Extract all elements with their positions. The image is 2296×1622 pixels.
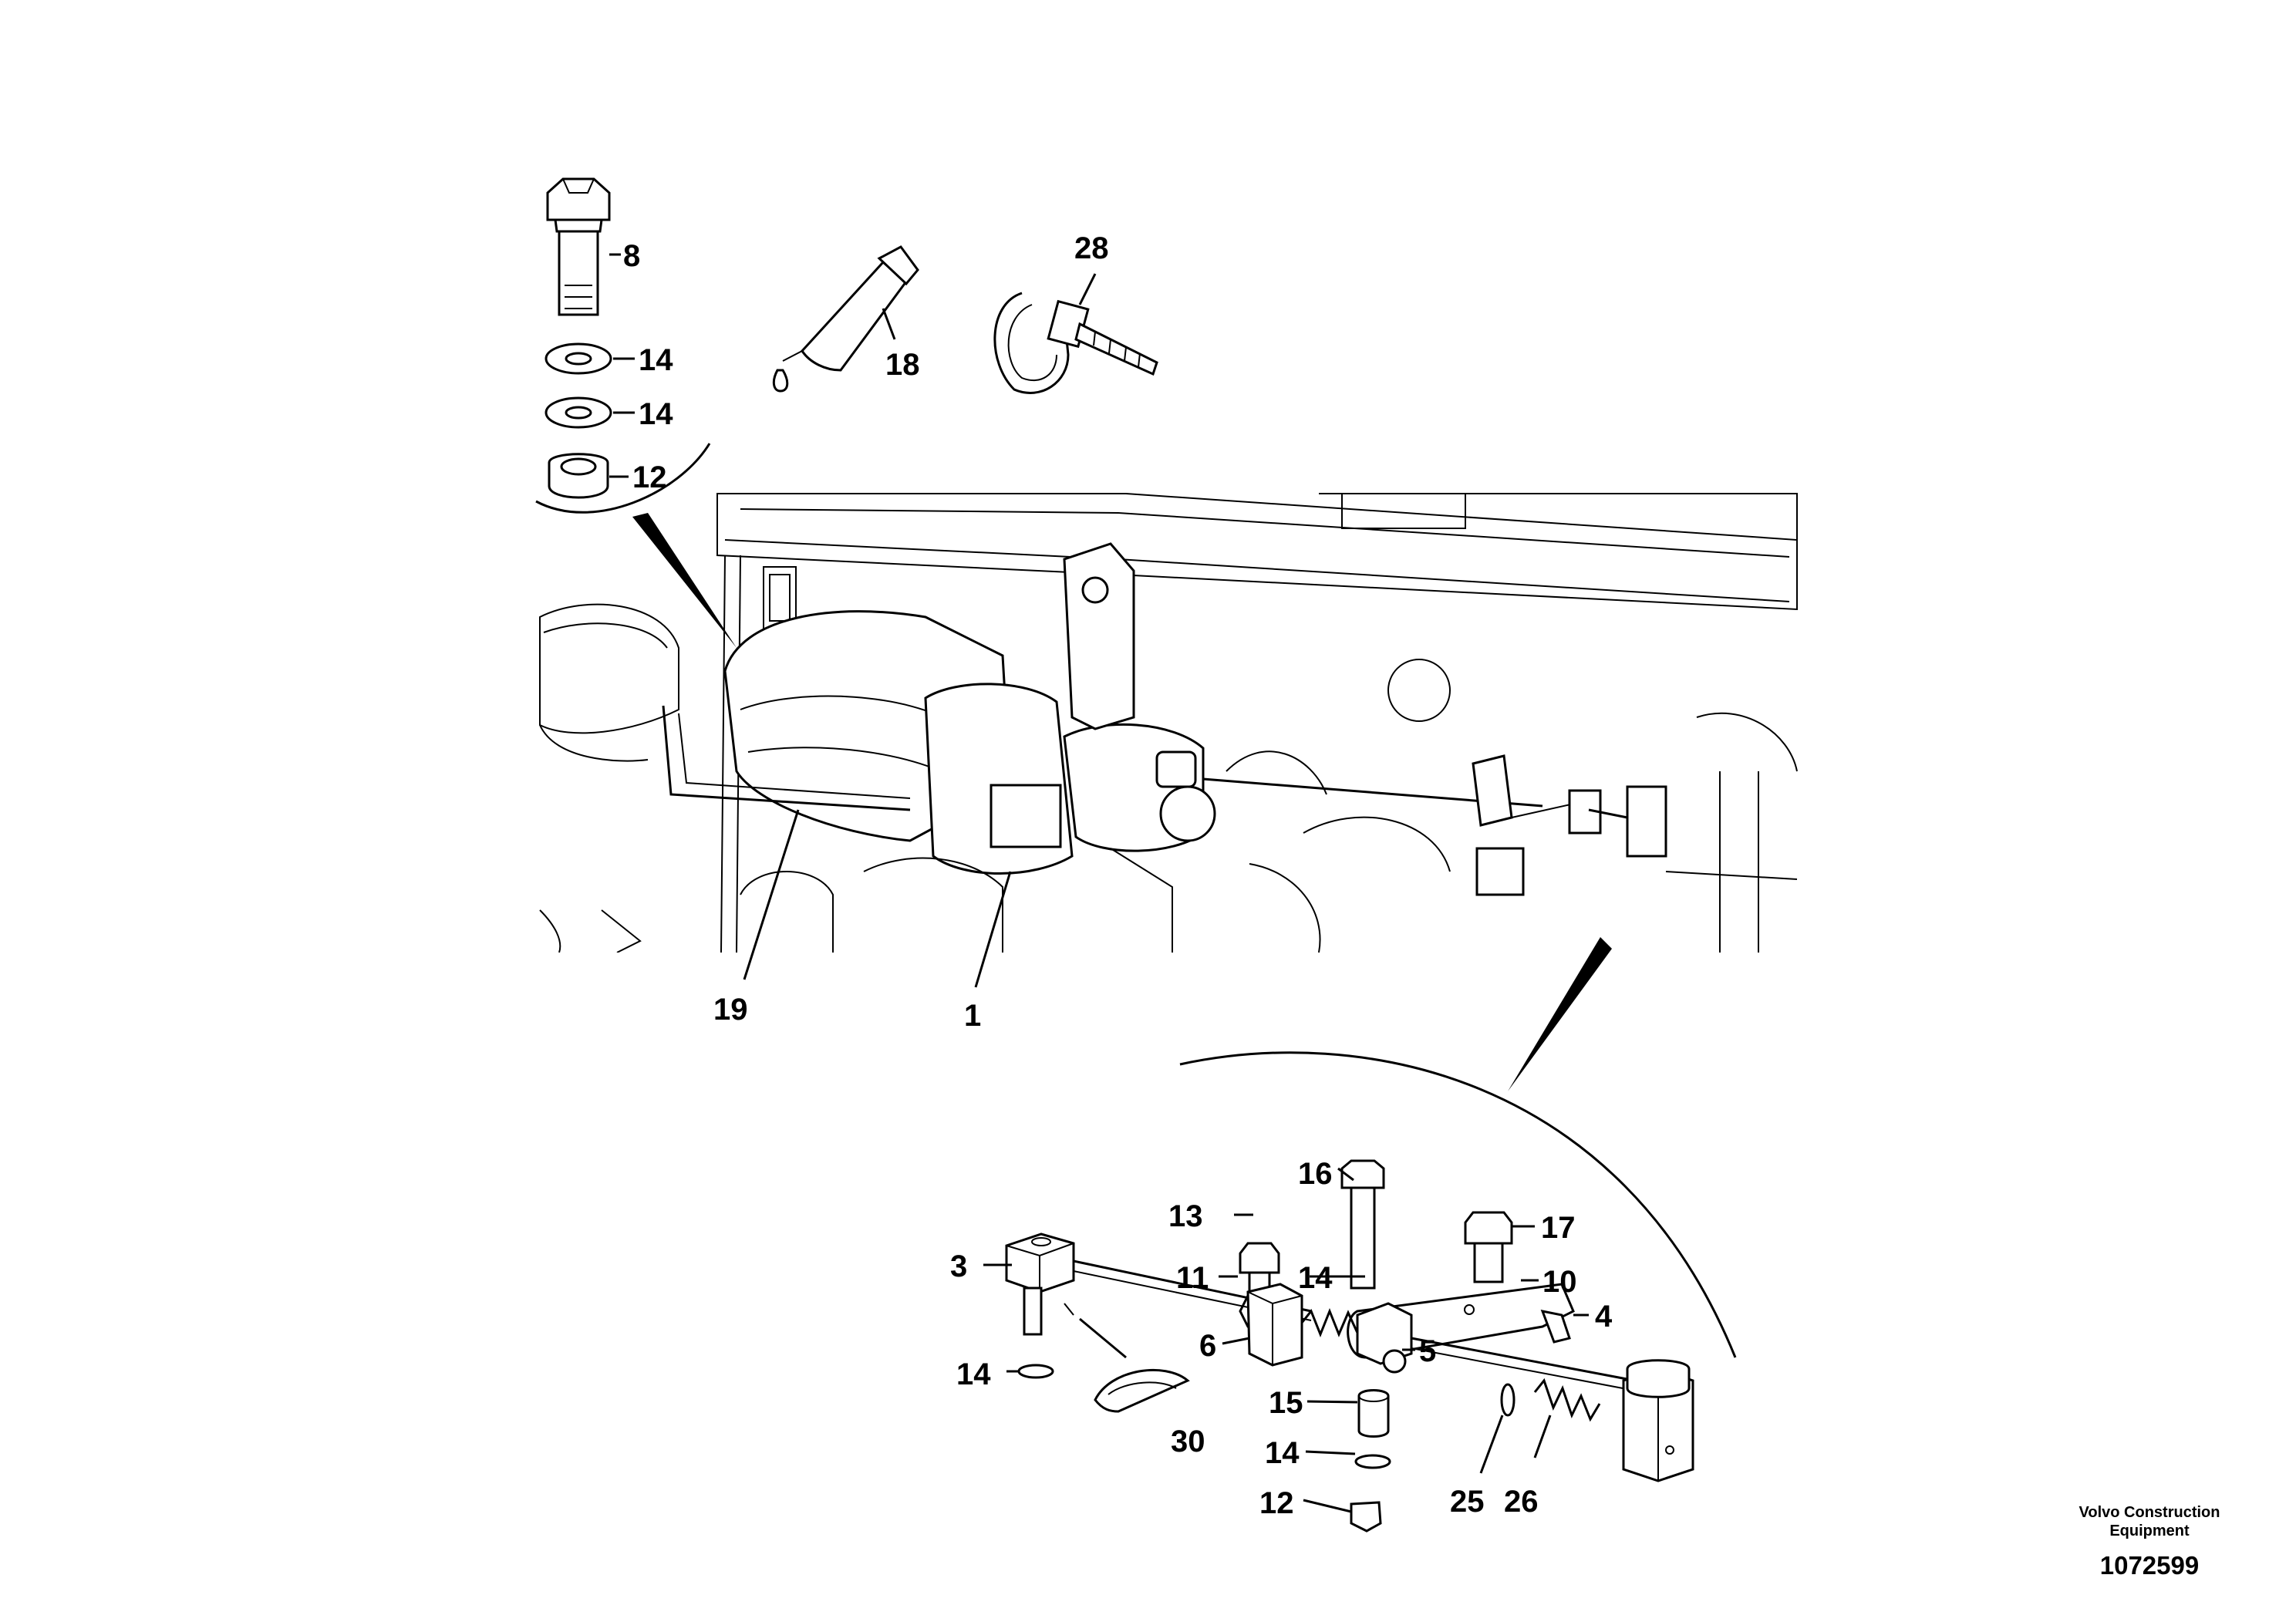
cable-tie xyxy=(993,273,1158,394)
callout-6: 6 xyxy=(1199,1329,1216,1363)
callout-3: 3 xyxy=(950,1249,967,1283)
callout-14-washer-lower: 14 xyxy=(639,397,673,431)
callout-25: 25 xyxy=(1450,1485,1485,1519)
callout-11: 11 xyxy=(1176,1261,1209,1295)
callout-14-washer-upper: 14 xyxy=(639,343,673,377)
callout-12-nut-top: 12 xyxy=(632,460,667,494)
callout-19: 19 xyxy=(713,993,748,1027)
callout-30: 30 xyxy=(1171,1425,1205,1458)
callout-16: 16 xyxy=(1298,1157,1333,1191)
callout-8: 8 xyxy=(623,239,640,273)
callout-14-left-detail: 14 xyxy=(956,1357,991,1391)
callout-17: 17 xyxy=(1541,1211,1576,1245)
adhesive-tube xyxy=(772,245,919,393)
hardware-stack-top-left xyxy=(535,177,737,648)
callout-26: 26 xyxy=(1504,1485,1539,1519)
linkage-detail xyxy=(983,937,1737,1533)
callout-1: 1 xyxy=(964,999,981,1033)
manufacturer-name-line1: Volvo Construction xyxy=(2079,1504,2220,1521)
drawing-number: 1072599 xyxy=(2099,1551,2200,1580)
callout-14-lower-detail: 14 xyxy=(1265,1436,1300,1470)
manufacturer-name-line2: Equipment xyxy=(2109,1523,2190,1539)
drawing-footer: Volvo Construction Equipment 1072599 xyxy=(2034,1503,2265,1582)
callout-12-nut-bottom: 12 xyxy=(1259,1486,1294,1520)
main-leaders xyxy=(743,809,1012,988)
callout-14-upper-detail: 14 xyxy=(1298,1261,1333,1295)
callout-labels: 8 14 14 12 18 28 19 1 16 13 17 3 11 14 1… xyxy=(623,231,1613,1520)
callout-18: 18 xyxy=(885,348,920,382)
engine-illustration xyxy=(539,493,1798,953)
callout-4: 4 xyxy=(1595,1300,1613,1334)
callout-13: 13 xyxy=(1168,1199,1203,1233)
callout-15: 15 xyxy=(1269,1386,1303,1420)
callout-28: 28 xyxy=(1074,231,1109,265)
callout-10: 10 xyxy=(1542,1265,1577,1299)
callout-5: 5 xyxy=(1419,1334,1436,1368)
